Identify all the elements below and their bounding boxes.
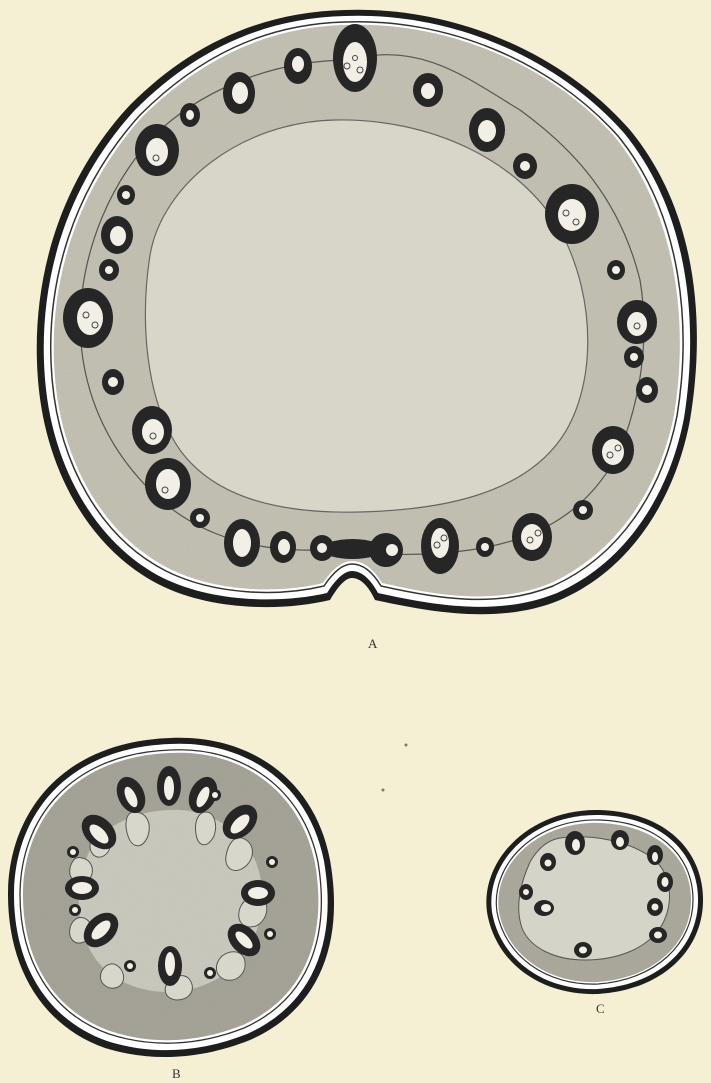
plate-speck — [382, 789, 385, 792]
section-c-pith — [519, 837, 670, 960]
stem-section-a — [37, 10, 697, 615]
figure-label-c: C — [596, 1001, 605, 1016]
plate-speck — [405, 744, 408, 747]
figure-label-b: B — [172, 1066, 181, 1081]
stem-section-b — [8, 738, 334, 1057]
stem-section-c — [486, 810, 703, 994]
figure-label-a: A — [368, 636, 378, 651]
